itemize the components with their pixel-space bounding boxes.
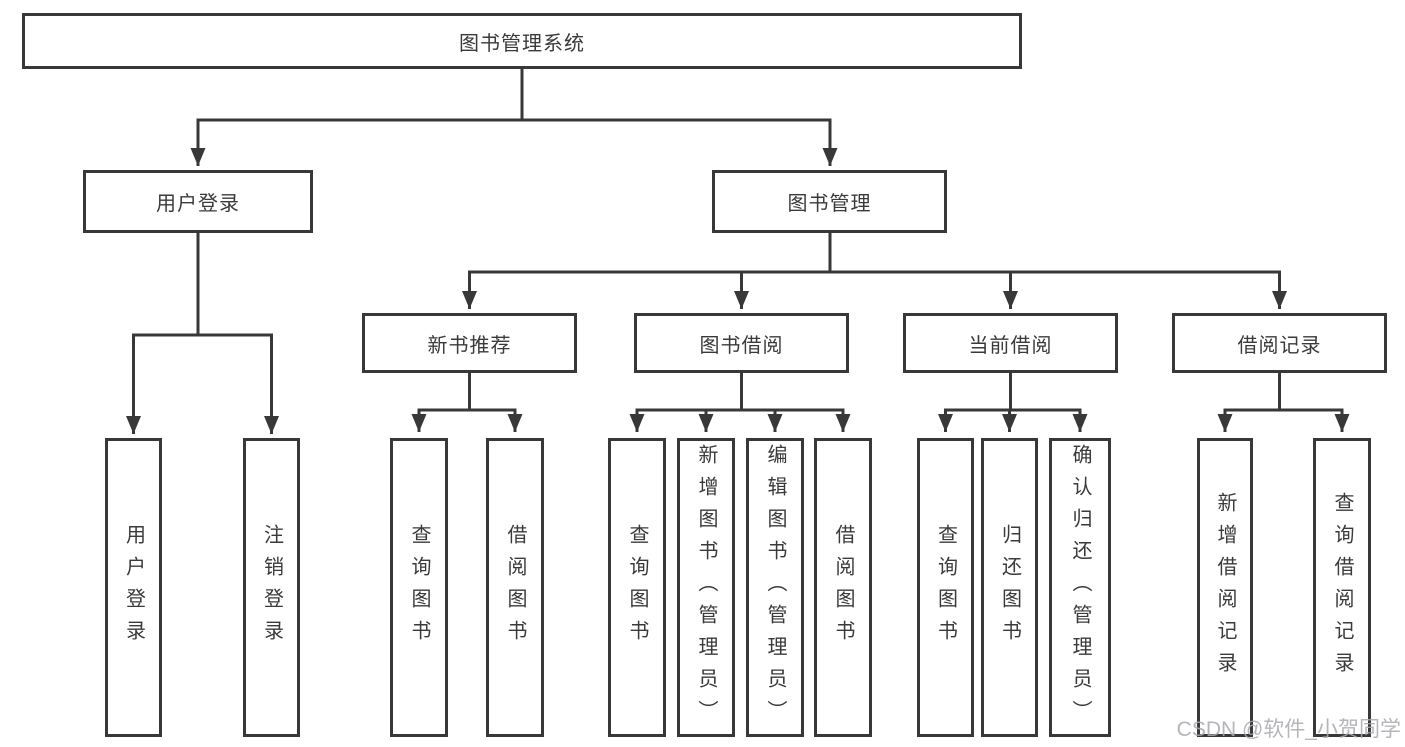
leaf-br-query-record: 查询借阅记录 — [1313, 438, 1371, 737]
leaf-logout-label: 注销登录 — [260, 523, 283, 652]
leaf-nb-borrow-books: 借阅图书 — [486, 438, 544, 737]
leaf-cb-confirm-return-admin: 确认归还（管理员） — [1049, 438, 1111, 737]
node-user-login: 用户登录 — [83, 170, 313, 233]
leaf-nb-query-books: 查询图书 — [390, 438, 448, 737]
leaf-br-add-record: 新增借阅记录 — [1197, 438, 1253, 737]
node-current-borrowing: 当前借阅 — [903, 313, 1118, 373]
node-borrowing-records-label: 借阅记录 — [1237, 334, 1322, 357]
leaf-logout: 注销登录 — [243, 438, 300, 737]
leaf-cb-query-books-label: 查询图书 — [934, 523, 957, 652]
node-book-management: 图书管理 — [712, 170, 947, 233]
leaf-cb-query-books: 查询图书 — [917, 438, 974, 737]
node-book-borrowing: 图书借阅 — [634, 313, 849, 373]
leaf-bb-add-books-admin: 新增图书（管理员） — [677, 438, 735, 737]
node-book-borrowing-label: 图书借阅 — [699, 334, 784, 357]
leaf-br-query-record-label: 查询借阅记录 — [1331, 491, 1353, 684]
leaf-br-add-record-label: 新增借阅记录 — [1214, 491, 1236, 684]
leaf-bb-borrow-books: 借阅图书 — [814, 438, 872, 737]
leaf-nb-borrow-books-label: 借阅图书 — [504, 523, 526, 652]
leaf-bb-query-books-label: 查询图书 — [626, 523, 648, 652]
node-new-book-recommend-label: 新书推荐 — [427, 334, 512, 357]
leaf-bb-add-books-admin-label: 新增图书（管理员） — [695, 443, 717, 732]
node-current-borrowing-label: 当前借阅 — [968, 334, 1053, 357]
leaf-bb-edit-books-admin: 编辑图书（管理员） — [746, 438, 804, 737]
node-root-label: 图书管理系统 — [459, 32, 585, 55]
leaf-bb-borrow-books-label: 借阅图书 — [832, 523, 854, 652]
watermark: CSDN @软件_小贺同学 — [1176, 718, 1401, 741]
leaf-nb-query-books-label: 查询图书 — [408, 523, 430, 652]
node-user-login-label: 用户登录 — [156, 193, 240, 215]
leaf-cb-confirm-return-admin-label: 确认归还（管理员） — [1069, 443, 1091, 732]
node-root: 图书管理系统 — [22, 13, 1022, 69]
leaf-cb-return-books: 归还图书 — [981, 438, 1038, 737]
leaf-user-login: 用户登录 — [105, 438, 162, 737]
leaf-bb-edit-books-admin-label: 编辑图书（管理员） — [764, 443, 786, 732]
node-new-book-recommend: 新书推荐 — [362, 313, 577, 373]
leaf-cb-return-books-label: 归还图书 — [998, 523, 1021, 652]
leaf-bb-query-books: 查询图书 — [608, 438, 666, 737]
leaf-user-login-label: 用户登录 — [122, 523, 145, 652]
node-book-management-label: 图书管理 — [787, 193, 872, 215]
node-borrowing-records: 借阅记录 — [1172, 313, 1387, 373]
